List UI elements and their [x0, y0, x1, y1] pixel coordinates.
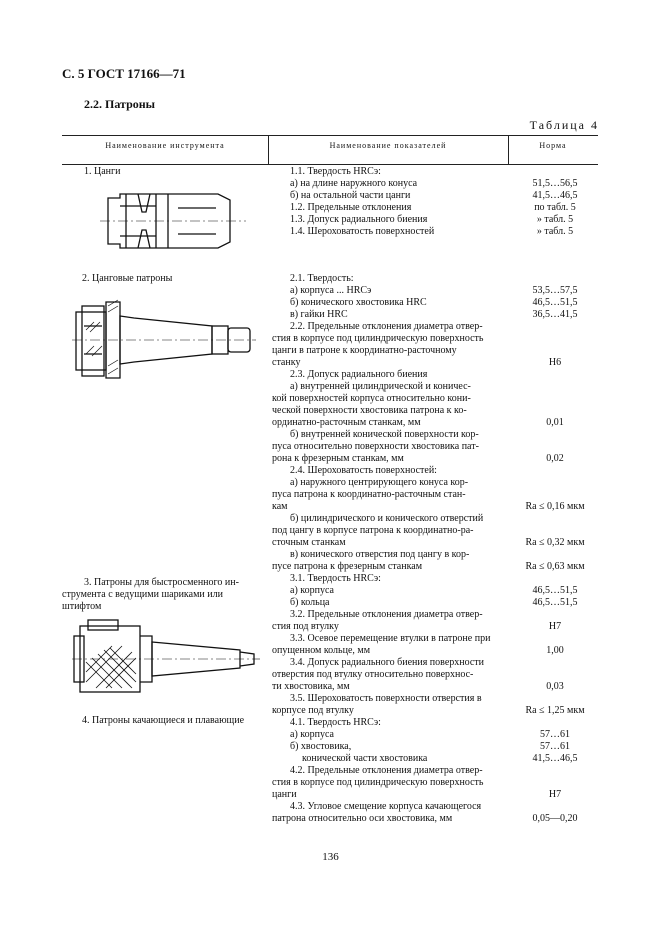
norm-value: 41,5…46,5 [532, 753, 578, 764]
indicator-line: патрона относительно оси хвостовика, мм [272, 813, 453, 824]
indicator-line: б) внутренней конической поверхности кор… [290, 429, 479, 440]
indicator-line: а) внутренней цилиндрической и коничес- [290, 381, 471, 392]
table-top-rule [62, 135, 598, 136]
indicator-line: б) конического хвостовика HRC [290, 297, 427, 308]
indicator-line: 3.4. Допуск радиального биения поверхнос… [290, 657, 485, 668]
table-caption: Таблица 4 [529, 118, 599, 132]
indicator-line: 2.1. Твердость: [290, 273, 354, 284]
norm-value: 46,5…51,5 [532, 297, 578, 308]
norm-value: 36,5…41,5 [532, 309, 578, 320]
norm-value: 46,5…51,5 [532, 585, 578, 596]
indicator-line: 4.3. Угловое смещение корпуса качающегос… [290, 801, 482, 812]
norm-value: 0,02 [546, 453, 564, 464]
column-divider [508, 135, 509, 164]
indicator-line: а) на длине наружного конуса [290, 178, 418, 189]
indicator-line: корпусе под втулку [272, 705, 354, 716]
tool-name: 1. Цанги [84, 166, 121, 177]
norm-value: по табл. 5 [534, 202, 576, 213]
indicator-line: б) цилиндрического и конического отверст… [290, 513, 484, 524]
indicator-line: стия в корпусе под цилиндрическую поверх… [272, 333, 484, 344]
indicator-line: стия под втулку [272, 621, 339, 632]
norm-value: Ra ≤ 0,32 мкм [525, 537, 585, 548]
indicator-line: а) корпуса [290, 585, 334, 596]
col-header-indicator: Наименование показателей [329, 141, 447, 150]
indicator-line: конической части хвостовика [302, 753, 428, 764]
indicator-line: пусе патрона к фрезерным станкам [272, 561, 423, 572]
norm-value: » табл. 5 [536, 214, 574, 225]
norm-value: 0,05—0,20 [532, 813, 578, 824]
norm-value: Н7 [548, 621, 562, 632]
indicator-line: 2.4. Шероховатость поверхностей: [290, 465, 437, 476]
indicator-line: 3.2. Предельные отклонения диаметра отве… [290, 609, 483, 620]
tool-name: штифтом [62, 601, 102, 612]
norm-value: 46,5…51,5 [532, 597, 578, 608]
indicator-line: под цангу в корпусе патрона к координатн… [272, 525, 474, 536]
indicator-line: а) корпуса [290, 729, 334, 740]
tool-name: струмента с ведущими шариками или [62, 589, 223, 600]
indicator-line: 4.1. Твердость HRCэ: [290, 717, 381, 728]
indicator-line: в) конического отверстия под цангу в кор… [290, 549, 470, 560]
norm-value: Ra ≤ 0,63 мкм [525, 561, 585, 572]
indicator-line: б) кольца [290, 597, 330, 608]
indicator-line: 2.2. Предельные отклонения диаметра отве… [290, 321, 483, 332]
norm-value: 51,5…56,5 [532, 178, 578, 189]
indicator-line: опущенном кольце, мм [272, 645, 371, 656]
indicator-line: кам [272, 501, 288, 512]
indicator-line: ординатно-расточным станкам, мм [272, 417, 421, 428]
norm-value: 0,03 [546, 681, 564, 692]
norm-value: » табл. 5 [536, 226, 574, 237]
norm-value: Ra ≤ 1,25 мкм [525, 705, 585, 716]
collet-chuck-drawing [72, 299, 256, 379]
indicator-line: стия в корпусе под цилиндрическую поверх… [272, 777, 484, 788]
indicator-line: цанги в патроне к координатно-расточному [272, 345, 457, 356]
indicator-line: 1.1. Твердость HRCэ: [290, 166, 381, 177]
indicator-line: цанги [272, 789, 297, 800]
collet-drawing [100, 193, 246, 249]
norm-value: 1,00 [546, 645, 564, 656]
table-header-rule [62, 164, 598, 165]
page-number: 136 [322, 851, 339, 863]
indicator-line: рона к фрезерным станкам, мм [272, 453, 404, 464]
indicator-line: 3.3. Осевое перемещение втулки в патроне… [290, 633, 491, 644]
indicator-line: 3.1. Твердость HRCэ: [290, 573, 381, 584]
norm-value: Н6 [548, 357, 562, 368]
indicator-line: б) хвостовика, [290, 741, 352, 752]
indicator-line: станку [272, 357, 301, 368]
page-header: С. 5 ГОСТ 17166—71 [62, 66, 186, 81]
indicator-line: отверстия под втулку относительно поверх… [272, 669, 474, 680]
indicator-line: 2.3. Допуск радиального биения [290, 369, 428, 380]
norm-value: 41,5…46,5 [532, 190, 578, 201]
tool-name: 2. Цанговые патроны [82, 273, 173, 284]
indicator-line: кой поверхностей корпуса относительно ко… [272, 393, 471, 404]
indicator-line: а) наружного центрирующего конуса кор- [290, 477, 469, 488]
tool-name: 3. Патроны для быстросменного ин- [84, 577, 239, 588]
indicator-line: 1.4. Шероховатость поверхностей [290, 226, 435, 237]
section-title: 2.2. Патроны [84, 97, 156, 111]
norm-value: 53,5…57,5 [532, 285, 578, 296]
norm-value: Ra ≤ 0,16 мкм [525, 501, 585, 512]
indicator-line: пуса относительно поверхности хвостовика… [272, 441, 479, 452]
col-header-norm: Норма [539, 141, 567, 150]
column-divider [268, 135, 269, 164]
indicator-line: ти хвостовика, мм [272, 681, 350, 692]
indicator-line: в) гайки HRC [290, 309, 348, 320]
indicator-line: 1.3. Допуск радиального биения [290, 214, 428, 225]
norm-value: 57…61 [540, 729, 570, 740]
indicator-line: пуса патрона к координатно-расточным ста… [272, 489, 466, 500]
norm-value: Н7 [548, 789, 562, 800]
indicator-line: сточным станкам [272, 537, 346, 548]
indicator-line: 4.2. Предельные отклонения диаметра отве… [290, 765, 483, 776]
indicator-line: 1.2. Предельные отклонения [290, 202, 412, 213]
indicator-line: 3.5. Шероховатость поверхности отверстия… [290, 693, 482, 704]
quick-change-chuck-drawing [72, 619, 260, 693]
tool-name: 4. Патроны качающиеся и плавающие [82, 715, 245, 726]
indicator-line: ческой поверхности хвостовика патрона к … [272, 405, 467, 416]
indicator-line: б) на остальной части цанги [290, 190, 411, 201]
norm-value: 57…61 [540, 741, 570, 752]
norm-value: 0,01 [546, 417, 564, 428]
col-header-tool: Наименование инструмента [105, 141, 225, 150]
indicator-line: а) корпуса ... HRCэ [290, 285, 372, 296]
